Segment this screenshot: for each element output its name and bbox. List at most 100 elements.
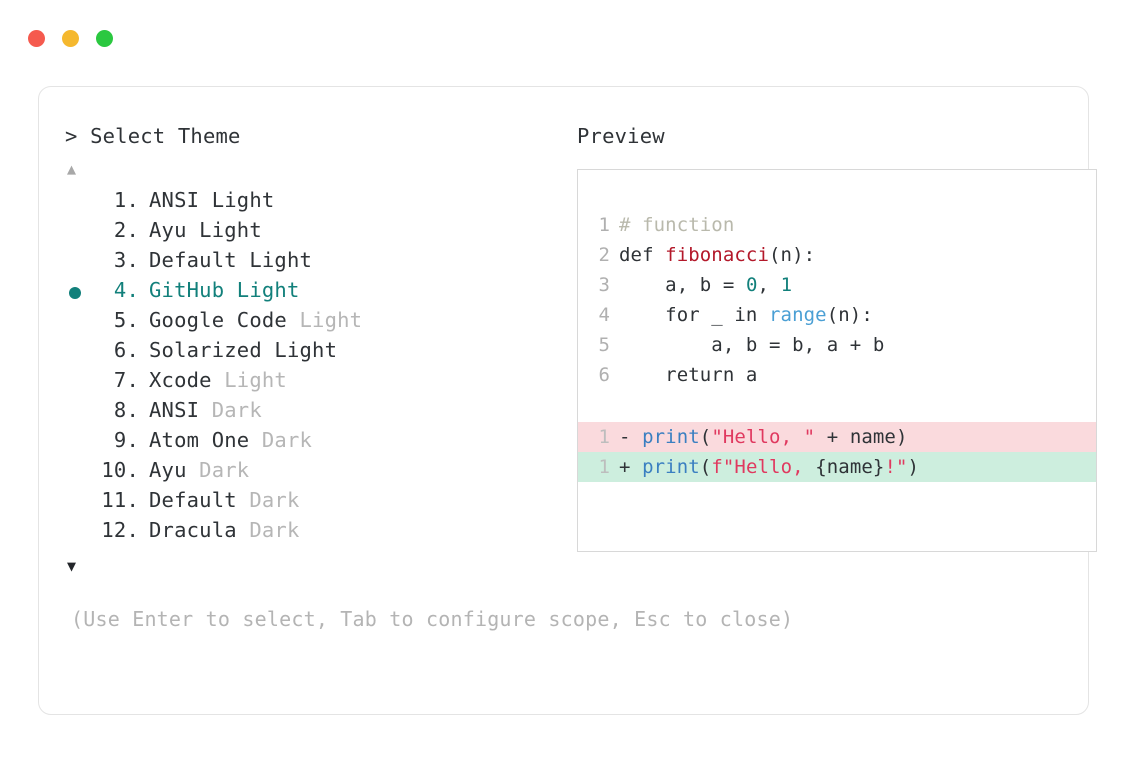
code-line-number: 1 bbox=[598, 425, 610, 448]
selected-bullet-icon bbox=[69, 227, 81, 239]
code-line: 3 a, b = 0, 1 bbox=[578, 270, 1096, 300]
theme-item-number: 6. bbox=[101, 337, 139, 362]
code-token: 0 bbox=[745, 273, 758, 296]
theme-chooser-panel: > Select Theme ▲ 1.ANSI Light 2. Ayu Ligh… bbox=[65, 125, 557, 577]
preview-label: Preview bbox=[577, 124, 665, 148]
selected-bullet-icon bbox=[69, 257, 81, 269]
code-token: (n): bbox=[826, 303, 873, 326]
theme-item-number: 11. bbox=[101, 487, 139, 512]
code-line-text: def fibonacci(n): bbox=[619, 240, 815, 270]
prompt-header: > Select Theme bbox=[65, 124, 241, 148]
theme-item-name: Solarized Light bbox=[149, 337, 338, 362]
code-line-text: return a bbox=[619, 360, 757, 390]
code-token: def bbox=[619, 243, 666, 266]
code-line-number: 6 bbox=[598, 363, 610, 386]
maximize-button-icon[interactable] bbox=[96, 30, 113, 47]
selected-bullet-icon bbox=[69, 437, 81, 449]
selection-bullet-cell bbox=[65, 377, 93, 389]
selected-bullet-icon bbox=[69, 286, 81, 299]
code-token: {name} bbox=[815, 455, 885, 478]
code-token: for _ in bbox=[619, 303, 770, 326]
theme-list-item[interactable]: 2. Ayu Light bbox=[65, 218, 557, 248]
close-button-icon[interactable] bbox=[28, 30, 45, 47]
code-line-text: a, b = 0, 1 bbox=[619, 270, 792, 300]
theme-item-variant: Light bbox=[211, 367, 287, 392]
selection-bullet-cell bbox=[65, 347, 93, 359]
code-diff-spacer bbox=[578, 390, 1096, 422]
selection-bullet-cell bbox=[65, 317, 93, 329]
theme-item-number: 5. bbox=[101, 307, 139, 332]
code-line-text: a, b = b, a + b bbox=[619, 330, 884, 360]
theme-list-item[interactable]: 4.GitHub Light bbox=[65, 278, 557, 308]
theme-list-item[interactable]: 3.Default Light bbox=[65, 248, 557, 278]
selection-bullet-cell bbox=[65, 437, 93, 449]
theme-item-number: 3. bbox=[101, 247, 139, 272]
code-token: , bbox=[757, 273, 781, 296]
code-token: 1 bbox=[780, 273, 793, 296]
theme-item-number: 10. bbox=[101, 457, 139, 482]
code-line: 1 # function bbox=[578, 210, 1096, 240]
dialog-body: > Select Theme ▲ 1.ANSI Light 2. Ayu Ligh… bbox=[39, 87, 1097, 714]
scroll-down-icon[interactable]: ▼ bbox=[67, 557, 77, 576]
theme-item-number: 4. bbox=[101, 277, 139, 302]
code-diff-line-add: 1 + print(f"Hello, {name}!") bbox=[578, 451, 1096, 482]
theme-item-number: 12. bbox=[101, 517, 139, 542]
theme-item-name: ANSI Light bbox=[149, 187, 275, 212]
code-line: 4 for _ in range(n): bbox=[578, 300, 1096, 330]
code-line-text: - print("Hello, " + name) bbox=[619, 422, 908, 452]
code-line-text: + print(f"Hello, {name}!") bbox=[619, 452, 919, 482]
selection-bullet-cell bbox=[65, 497, 93, 509]
scroll-up-icon[interactable]: ▲ bbox=[67, 160, 77, 179]
code-line: 2 def fibonacci(n): bbox=[578, 240, 1096, 270]
code-line-number: 1 bbox=[598, 455, 610, 478]
theme-item-name: Ayu Light bbox=[149, 217, 262, 242]
code-token: a, b = b, a + b bbox=[619, 333, 885, 356]
code-token: + name) bbox=[815, 425, 908, 448]
theme-item-name: Atom One bbox=[149, 427, 250, 452]
minimize-button-icon[interactable] bbox=[62, 30, 79, 47]
code-line: 5 a, b = b, a + b bbox=[578, 330, 1096, 360]
code-token: !" bbox=[884, 455, 908, 478]
code-token: "Hello, " bbox=[711, 425, 816, 448]
code-token: a, b = bbox=[619, 273, 746, 296]
theme-list-item[interactable]: 1.ANSI Light bbox=[65, 188, 557, 218]
selected-bullet-icon bbox=[69, 377, 81, 389]
selected-bullet-icon bbox=[69, 467, 81, 479]
keyboard-hint: (Use Enter to select, Tab to configure s… bbox=[71, 606, 794, 631]
code-line-number: 1 bbox=[598, 213, 610, 236]
diff-gap bbox=[631, 426, 643, 448]
theme-item-number: 2. bbox=[101, 217, 139, 242]
code-diff-sample: 1 - print("Hello, " + name) 1 + print(f"Hel… bbox=[578, 421, 1096, 482]
selection-bullet-cell bbox=[65, 467, 93, 479]
theme-list-item[interactable]: 5.Google Code Light bbox=[65, 308, 557, 338]
diff-sign: + bbox=[619, 455, 631, 478]
selection-bullet-cell bbox=[65, 286, 93, 299]
selection-bullet-cell bbox=[65, 197, 93, 209]
theme-item-number: 7. bbox=[101, 367, 139, 392]
code-line-number: 5 bbox=[598, 333, 610, 356]
theme-list-item[interactable]: 10.Ayu Dark bbox=[65, 458, 557, 488]
theme-item-name: ANSI bbox=[149, 397, 200, 422]
code-line-number: 2 bbox=[598, 243, 610, 266]
code-token: f"Hello, bbox=[711, 455, 816, 478]
theme-list-item[interactable]: 6. Solarized Light bbox=[65, 338, 557, 368]
theme-item-name: Xcode bbox=[149, 367, 212, 392]
theme-list-item[interactable]: 8.ANSI Dark bbox=[65, 398, 557, 428]
theme-list-item[interactable]: 12.Dracula Dark bbox=[65, 518, 557, 548]
theme-item-name: Default bbox=[149, 487, 237, 512]
diff-sign: - bbox=[619, 425, 631, 448]
code-token: (n): bbox=[769, 243, 816, 266]
theme-item-name: Google Code bbox=[149, 307, 287, 332]
code-token: # function bbox=[619, 213, 735, 236]
code-line-number: 3 bbox=[598, 273, 610, 296]
theme-list-item[interactable]: 11.Default Dark bbox=[65, 488, 557, 518]
selection-bullet-cell bbox=[65, 227, 93, 239]
diff-gap bbox=[631, 456, 643, 478]
code-token: print bbox=[642, 425, 700, 448]
theme-list-item[interactable]: 7. Xcode Light bbox=[65, 368, 557, 398]
theme-list-item[interactable]: 9.Atom One Dark bbox=[65, 428, 557, 458]
selected-bullet-icon bbox=[69, 497, 81, 509]
